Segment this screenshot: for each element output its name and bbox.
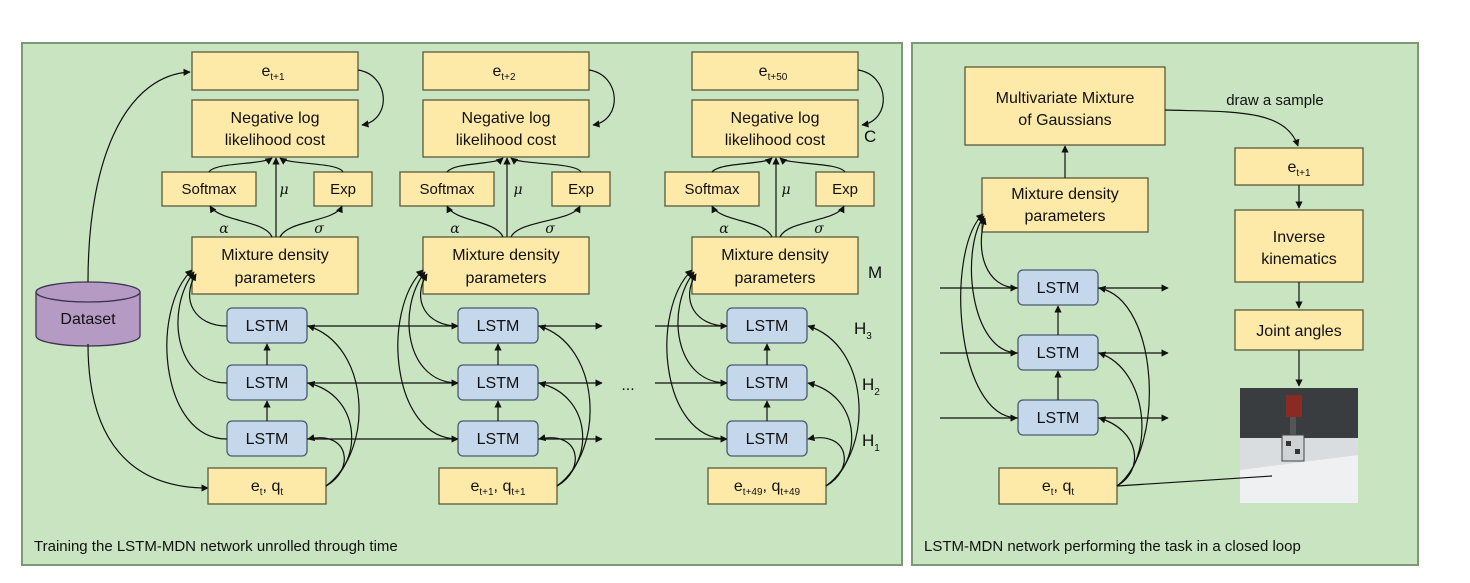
input-label: et+49, qt+49	[734, 478, 801, 498]
dataset-label: Dataset	[60, 311, 116, 328]
mdn-side-label: M	[868, 263, 882, 282]
closed-loop-target-label: et+1	[1287, 159, 1311, 179]
closed-loop-target-box	[1234, 147, 1364, 186]
cost-side-label: C	[864, 127, 876, 146]
cost-label-1: Negative log	[231, 110, 320, 127]
mdn-box	[691, 236, 859, 295]
ik-label-1: Inverse	[1273, 229, 1326, 246]
alpha-symbol: α	[719, 221, 729, 237]
mdn-label-1: Mixture density	[221, 247, 329, 264]
mu-symbol: μ	[781, 182, 790, 198]
mog-label-1: Multivariate Mixture	[996, 90, 1135, 107]
mu-symbol: μ	[513, 182, 522, 198]
dataset-cylinder: Dataset	[35, 281, 141, 347]
unroll-column-2: et+2 Negative log likelihood cost Softma…	[397, 51, 615, 505]
target-label: et+2	[492, 63, 516, 83]
training-caption: Training the LSTM-MDN network unrolled t…	[34, 538, 398, 555]
input-label: et+1, qt+1	[470, 478, 526, 498]
cost-label-2: likelihood cost	[225, 132, 326, 149]
cost-box	[422, 99, 590, 158]
input-box	[707, 467, 827, 505]
lstm-label: LSTM	[746, 431, 789, 448]
input-label: et, qt	[251, 478, 283, 498]
closed-loop-input-box	[998, 467, 1118, 505]
unroll-column-1: et+1 Negative log likelihood cost Softma…	[161, 51, 384, 505]
target-box	[191, 51, 359, 91]
dataset-to-target-arrow	[87, 68, 191, 283]
sigma-symbol: σ	[314, 221, 324, 237]
mdn-label-2: parameters	[235, 270, 316, 287]
mdn-box	[191, 236, 359, 295]
softmax-label: Softmax	[181, 181, 237, 198]
mdn-label-1: Mixture density	[721, 247, 829, 264]
cost-label-2: likelihood cost	[725, 132, 826, 149]
exp-box	[313, 171, 373, 207]
lstm-label: LSTM	[746, 318, 789, 335]
target-box	[422, 51, 590, 91]
cost-box	[191, 99, 359, 158]
lstm-label: LSTM	[477, 375, 520, 392]
cost-label-2: likelihood cost	[456, 132, 557, 149]
exp-label: Exp	[832, 181, 858, 198]
draw-sample-arrow	[1164, 109, 1300, 147]
ellipsis: ...	[621, 377, 634, 394]
dataset-to-input-arrow	[87, 343, 209, 492]
mdn-label-2: parameters	[735, 270, 816, 287]
closed-loop-mdn-box	[981, 177, 1149, 233]
lstm-label: LSTM	[1037, 345, 1080, 362]
softmax-box	[161, 171, 257, 207]
lstm-label: LSTM	[246, 375, 289, 392]
closed-loop-input-label: et, qt	[1042, 478, 1074, 498]
sigma-symbol: σ	[814, 221, 824, 237]
lstm-label: LSTM	[1037, 280, 1080, 297]
target-box	[691, 51, 859, 91]
mdn-label-1: Mixture density	[452, 247, 560, 264]
alpha-symbol: α	[219, 221, 229, 237]
lstm-label: LSTM	[246, 318, 289, 335]
unroll-column-3: et+50 Negative log likelihood cost Softm…	[664, 51, 884, 505]
cost-label-1: Negative log	[462, 110, 551, 127]
cost-label-1: Negative log	[731, 110, 820, 127]
mdn-label-2: parameters	[466, 270, 547, 287]
mog-label-2: of Gaussians	[1018, 112, 1111, 129]
draw-sample-label: draw a sample	[1226, 92, 1324, 109]
hidden-layer-3-label: H3	[854, 319, 872, 342]
exp-label: Exp	[330, 181, 356, 198]
robot-feedback-line	[1116, 475, 1273, 487]
lstm-label: LSTM	[246, 431, 289, 448]
mu-symbol: μ	[279, 182, 288, 198]
softmax-box	[399, 171, 495, 207]
lstm-label: LSTM	[477, 431, 520, 448]
joint-angles-box	[1234, 309, 1364, 351]
mdn-box	[422, 236, 590, 295]
ik-box	[1234, 209, 1364, 283]
joint-angles-label: Joint angles	[1256, 323, 1341, 340]
mog-box	[964, 66, 1166, 146]
target-label: et+50	[759, 63, 788, 83]
hidden-layer-2-label: H2	[862, 375, 880, 398]
exp-label: Exp	[568, 181, 594, 198]
lstm-label: LSTM	[746, 375, 789, 392]
ik-label-2: kinematics	[1261, 251, 1337, 268]
closed-loop-mdn-label-2: parameters	[1025, 208, 1106, 225]
lstm-label: LSTM	[1037, 410, 1080, 427]
target-label: et+1	[261, 63, 285, 83]
closed-loop-caption: LSTM-MDN network performing the task in …	[924, 538, 1301, 555]
cost-box	[691, 99, 859, 158]
hidden-layer-1-label: H1	[862, 431, 880, 454]
exp-box	[551, 171, 611, 207]
input-box	[207, 467, 327, 505]
robot-photo	[1240, 388, 1358, 503]
softmax-label: Softmax	[684, 181, 740, 198]
lstm-label: LSTM	[477, 318, 520, 335]
sigma-symbol: σ	[545, 221, 555, 237]
closed-loop-mdn-label-1: Mixture density	[1011, 186, 1119, 203]
alpha-symbol: α	[450, 221, 460, 237]
softmax-label: Softmax	[419, 181, 475, 198]
